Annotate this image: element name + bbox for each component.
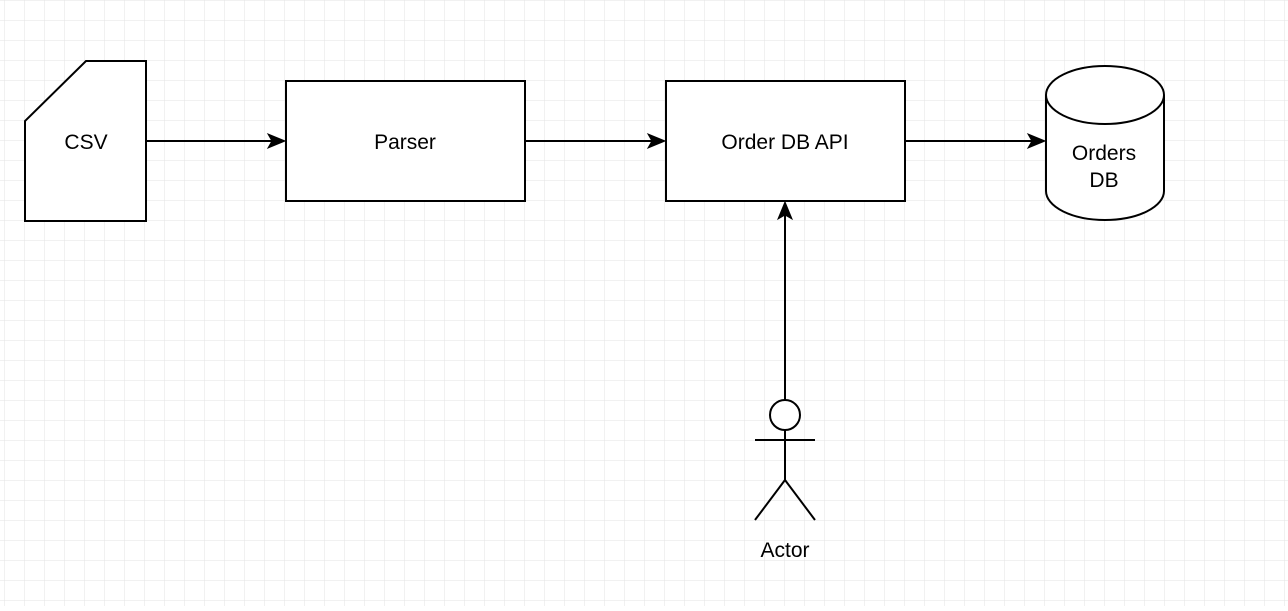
- node-orders-db-label-line1: Orders: [1072, 142, 1136, 165]
- edge-csv-to-parser[interactable]: [146, 132, 287, 150]
- node-parser[interactable]: Parser: [285, 80, 526, 202]
- arrowhead-icon: [776, 200, 794, 221]
- arrowhead-icon: [646, 132, 667, 150]
- edge-parser-to-api[interactable]: [526, 132, 667, 150]
- node-csv-label: CSV: [64, 131, 107, 154]
- actor-icon: [754, 399, 816, 521]
- edge-actor-to-api[interactable]: [776, 200, 794, 400]
- node-csv[interactable]: CSV: [24, 60, 147, 222]
- node-order-db-api[interactable]: Order DB API: [665, 80, 906, 202]
- node-actor[interactable]: Actor: [754, 399, 816, 562]
- node-actor-label: Actor: [760, 539, 809, 562]
- node-orders-db[interactable]: Orders DB: [1045, 65, 1165, 221]
- node-orders-db-label-line2: DB: [1089, 169, 1118, 192]
- node-order-db-api-label: Order DB API: [721, 131, 848, 154]
- arrowhead-icon: [1026, 132, 1047, 150]
- node-parser-label: Parser: [374, 131, 436, 154]
- edge-api-to-db[interactable]: [906, 132, 1047, 150]
- arrowhead-icon: [266, 132, 287, 150]
